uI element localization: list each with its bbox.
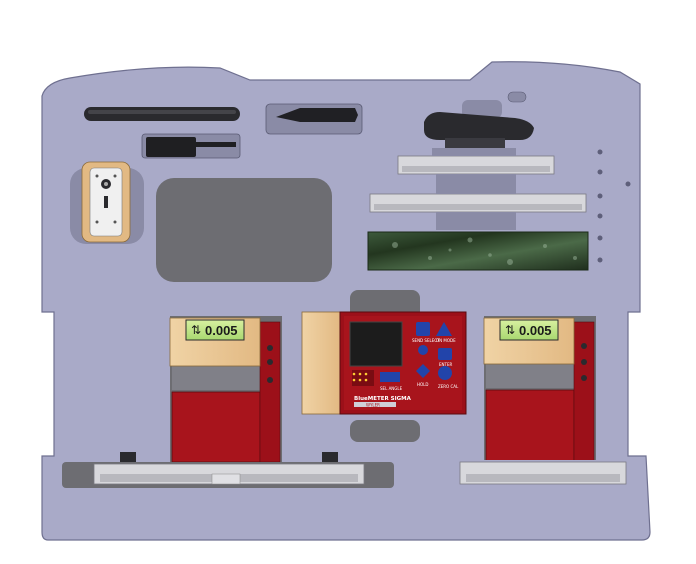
controller-screen bbox=[349, 321, 403, 367]
foam-pin-holes bbox=[597, 149, 631, 263]
hold-label: HOLD bbox=[417, 382, 428, 387]
send-select-label: SEND SELECT bbox=[412, 338, 440, 343]
charger-plug bbox=[146, 137, 196, 157]
handle-tool bbox=[424, 112, 534, 140]
hold-button[interactable] bbox=[416, 364, 430, 378]
left-level-gauge: ⇅ 0.005 bbox=[169, 316, 282, 466]
empty-cavity bbox=[156, 178, 332, 282]
sel-angle-label: SEL ANGLE bbox=[380, 386, 403, 391]
controller-unit: BlueMETER SIGMA WYLER SEND SELECT ON MOD… bbox=[339, 311, 467, 415]
enter-button[interactable] bbox=[438, 348, 452, 360]
right-gauge-level-icon: ⇅ bbox=[505, 323, 515, 337]
enter-label: ENTER bbox=[439, 362, 452, 367]
controller-brand-label: BlueMETER SIGMA bbox=[354, 396, 412, 402]
left-gauge-value: 0.005 bbox=[205, 323, 238, 338]
left-gauge-display bbox=[185, 319, 245, 341]
right-gauge-display bbox=[499, 319, 559, 341]
right-level-gauge: ⇅ 0.005 bbox=[483, 316, 596, 466]
right-gauge-value: 0.005 bbox=[519, 323, 552, 338]
zero-cal-label: ZERO CAL bbox=[438, 384, 459, 389]
send-select-button[interactable] bbox=[416, 322, 430, 336]
left-gauge-level-icon: ⇅ bbox=[191, 323, 201, 337]
pen-tool bbox=[276, 108, 358, 122]
wooden-block bbox=[301, 311, 341, 415]
controller-sub-label: WYLER bbox=[366, 403, 380, 408]
granite-block bbox=[367, 231, 589, 271]
zero-cal-button[interactable] bbox=[438, 366, 452, 380]
on-mode-label: ON MODE bbox=[436, 338, 456, 343]
on-mode-button[interactable] bbox=[436, 322, 452, 336]
